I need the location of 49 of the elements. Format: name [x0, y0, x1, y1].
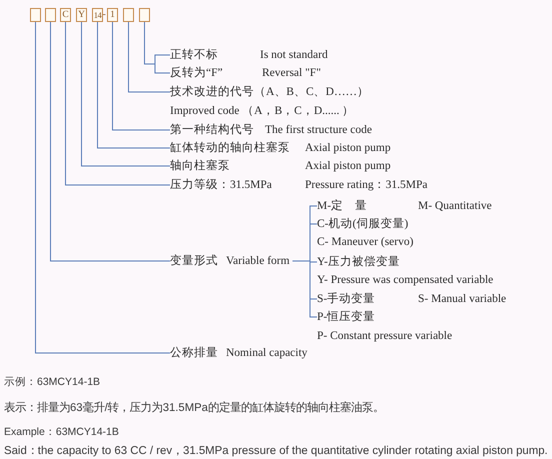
leader-line — [35, 22, 170, 354]
translation-text: P- Constant pressure variable — [317, 328, 452, 344]
leader-line — [112, 22, 170, 130]
description-text: 轴向柱塞泵 — [170, 158, 231, 174]
translation-text: Pressure rating：31.5MPa — [305, 178, 428, 193]
translation-text: Is not standard — [260, 48, 328, 63]
translation-text: S- Manual variable — [418, 292, 506, 307]
description-text: C-机动(伺服变量) — [317, 216, 408, 232]
example-description: 表示：排量为63毫升/转，压力为31.5MPa的定量的缸体旋转的轴向柱塞油泵。 — [4, 401, 384, 415]
code-box: Y — [76, 8, 87, 22]
code-box: 14 — [92, 8, 103, 22]
code-separator: - — [102, 8, 106, 22]
translation-text: Reversal "F" — [262, 66, 321, 81]
translation-text: The first structure code — [265, 123, 372, 138]
code-box — [123, 8, 134, 22]
translation-text: Axial piston pump — [305, 141, 391, 156]
translation-text: Y- Pressure was compensated variable — [317, 273, 494, 288]
description-text: P-恒压变量 — [317, 309, 376, 324]
translation-text: C- Maneuver (servo) — [317, 235, 414, 250]
code-box — [30, 8, 41, 22]
leader-line — [50, 22, 170, 262]
description-text: 公称排量 — [170, 346, 219, 361]
example-description-translation: Said：the capacity to 63 CC / rev，31.5MPa pressure of the quantitative cylinder rotating axial piston pump. — [4, 444, 548, 458]
leader-line — [97, 22, 170, 148]
leader-line — [65, 22, 170, 186]
translation-text: Nominal capacity — [226, 346, 308, 361]
code-box — [45, 8, 56, 22]
leader-line — [81, 22, 170, 166]
leader-line — [128, 22, 170, 92]
code-box: C — [60, 8, 71, 22]
leader-line — [144, 22, 170, 74]
example-code: 示例：63MCY14-1B — [4, 375, 100, 389]
description-text: 正转不标 — [170, 48, 219, 63]
translation-text: Axial piston pump — [305, 159, 391, 174]
description-text: S-手动变量 — [317, 291, 376, 307]
description-text: 缸体转动的轴向柱塞泵 — [170, 140, 291, 156]
translation-text: Variable form — [226, 254, 290, 269]
description-text: 反转为“F” — [170, 66, 224, 81]
translation-text: Improved code （A，B，C，D...... ） — [170, 104, 354, 118]
description-text: 第一种结构代号 — [170, 122, 255, 138]
description-text: 变量形式 — [170, 253, 219, 269]
description-text: Y-压力被偿变量 — [317, 254, 400, 270]
translation-text: M- Quantitative — [418, 199, 492, 214]
description-text: 技术改进的代号（A、B、C、D……） — [170, 84, 369, 100]
description-text: M-定 量 — [317, 198, 368, 214]
description-text: 压力等级：31.5MPa — [170, 178, 273, 193]
example-code-translation: Example：63MCY14-1B — [4, 425, 119, 439]
code-box: 1 — [107, 8, 118, 22]
code-box — [139, 8, 150, 22]
